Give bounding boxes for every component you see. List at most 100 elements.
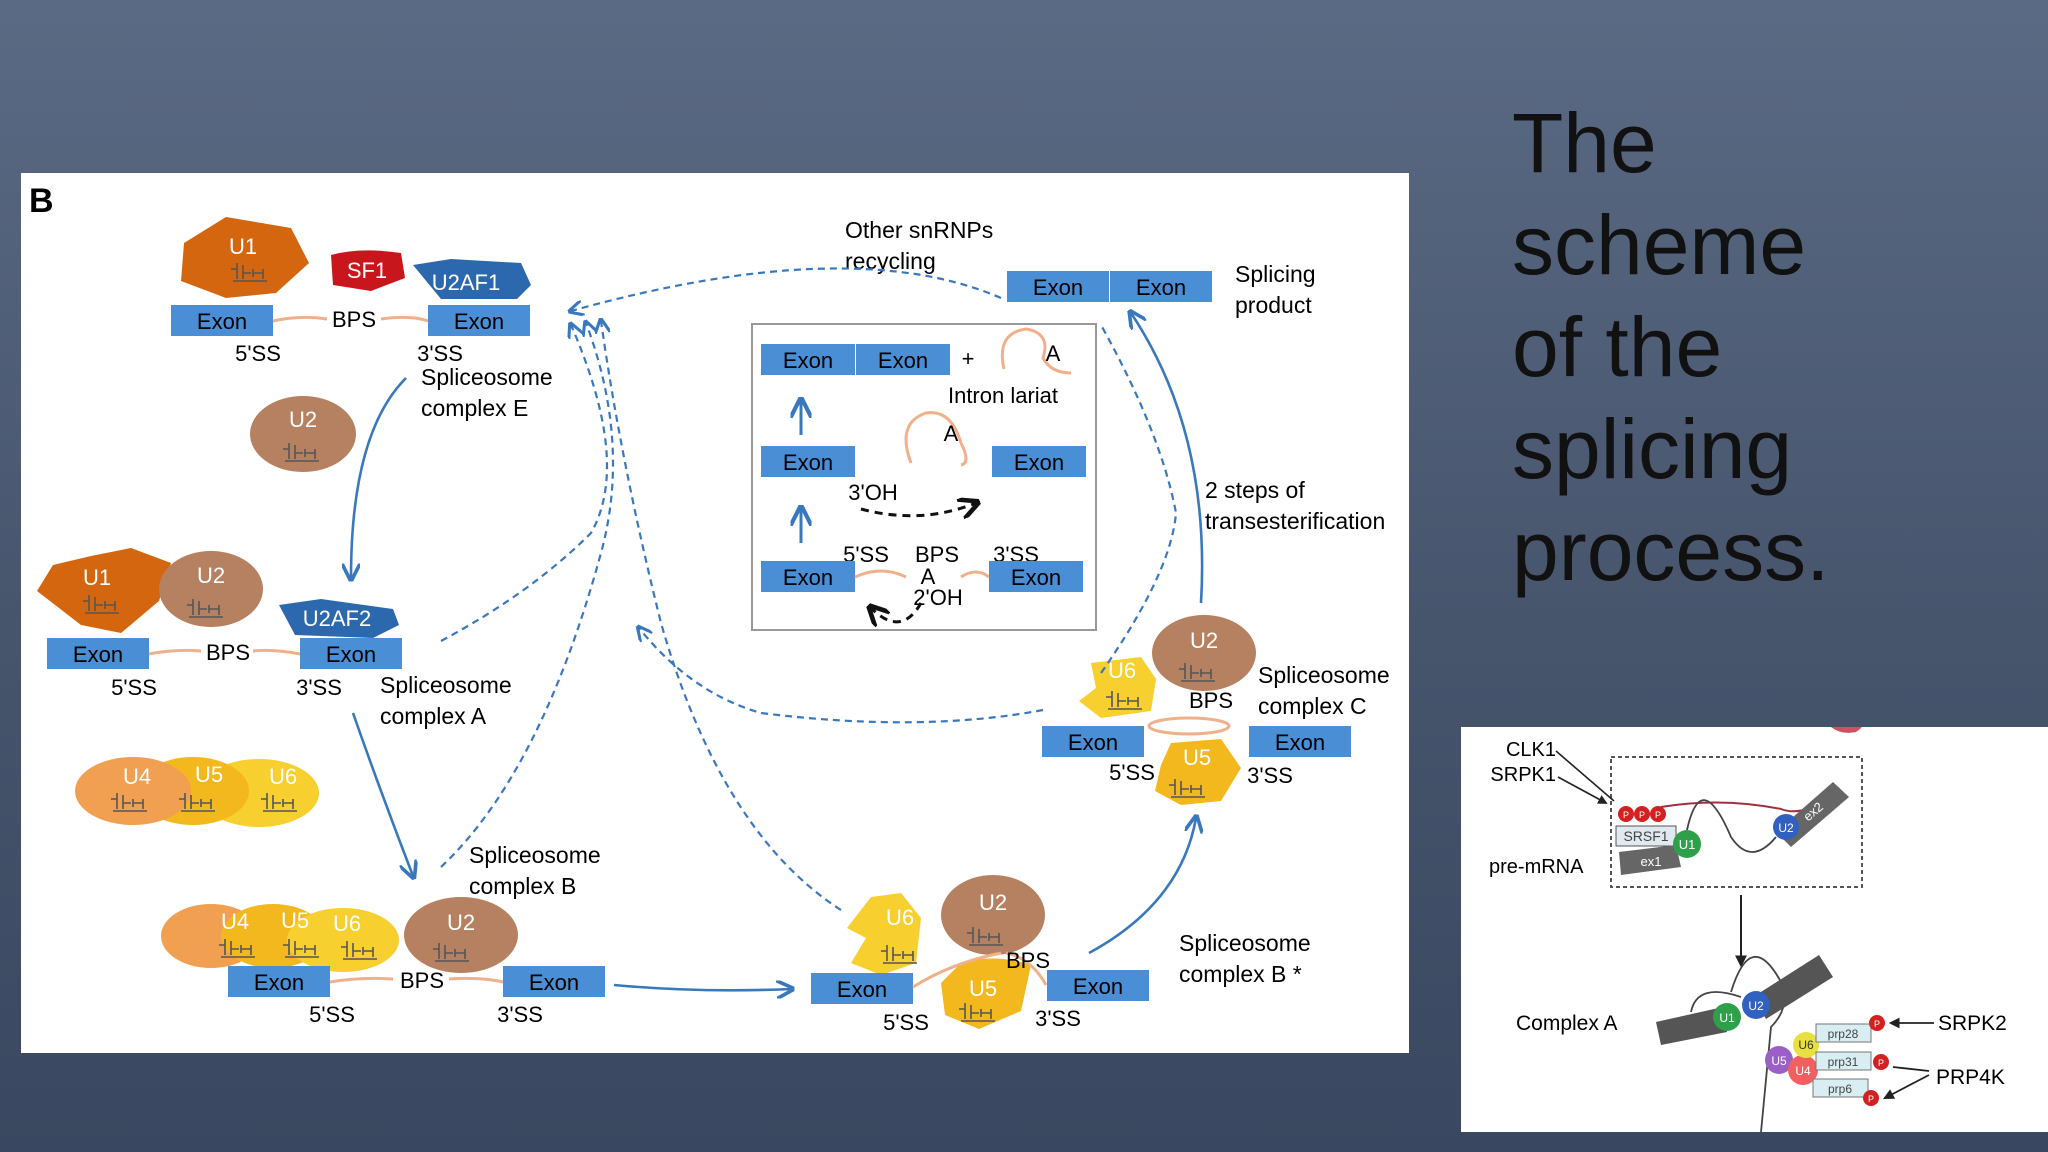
u6-label: U6 [1108,658,1136,683]
exon-box [503,966,605,997]
u4-snrnp [75,757,191,825]
complex-frame [1610,756,1863,888]
exon-box [171,305,273,336]
complex-e-line1: Spliceosome [421,364,553,390]
u5-label: U5 [969,976,997,1001]
exon-label: Exon [1014,450,1064,475]
complex-a-line1: Spliceosome [380,672,512,698]
u2-label: U2 [1778,821,1794,835]
u2af1-protein [413,259,531,299]
ss3-label: 3'SS [296,675,342,700]
panel-label: B [29,182,54,220]
complex-bstar-line1: Spliceosome [1179,930,1311,956]
u1-particle [1713,1003,1741,1031]
exon-box [228,966,330,997]
complex-c: U6 U2 BPS U5 Exon Exon 5'SS 3'SS Spliceo… [1042,615,1390,805]
intron-lariat-shape [1000,327,1072,375]
u2-label: U2 [1748,999,1764,1013]
ss5-label: 5'SS [883,1010,929,1035]
u5-snrnp [1155,739,1241,805]
phospho-label: P [1878,1058,1884,1068]
prp4k-label: PRP4K [1936,1066,2005,1089]
exon-label: Exon [326,642,376,667]
u1-label: U1 [1679,837,1696,852]
u2-snrnp [404,897,518,973]
u2-label: U2 [1190,628,1218,653]
u5-particle [1765,1046,1793,1074]
splicing-product-line1: Splicing [1235,261,1316,287]
oh2-label: 2'OH [913,585,962,610]
ex1-label: ex1 [1641,854,1662,869]
complex-b-line1: Spliceosome [469,842,601,868]
u4-label: U4 [221,909,249,934]
splicing-scheme-figure: B U1 SF1 U2AF1 Exon BPS Exon 5'SS 3'SS S… [21,173,1409,1053]
oh3-label: 3'OH [848,480,897,505]
exon-box [428,305,530,336]
exon-box [811,973,913,1004]
u2-label: U2 [447,910,475,935]
exon-label: Exon [783,565,833,590]
u2-particle [1742,991,1770,1019]
exon-box [1249,726,1351,757]
u6-label: U6 [886,905,914,930]
kinase-inset-svg: CLK1 SRPK1 pre-mRNA P P P SRSF1 ex1 U1 e… [1489,727,2007,1133]
exon-box [856,344,950,375]
bps-label: BPS [206,640,250,665]
u4-particle [1788,1055,1818,1085]
prp6-label: prp6 [1828,1082,1852,1096]
ex2-segment [1753,955,1833,1019]
u5-label: U5 [1183,745,1211,770]
intron-lariat-label: Intron lariat [948,383,1058,408]
exon-box [1047,970,1149,1001]
complex-e-line2: complex E [421,395,528,421]
exon-box [1110,271,1212,302]
ss3-label: 3'SS [497,1002,543,1027]
exon-box [761,344,855,375]
ss3-label: 3'SS [1035,1006,1081,1031]
complex-a-line2: complex A [380,703,487,729]
complex-bstar: U6 U2 U5 Exon BPS Exon 5'SS 3'SS Spliceo… [811,875,1311,1035]
u2af1-label: U2AF1 [432,270,500,295]
u1-label: U1 [229,234,257,259]
complex-e: U1 SF1 U2AF1 Exon BPS Exon 5'SS 3'SS Spl… [171,217,553,472]
u2-snrnp [250,396,356,472]
title-line: process. [1512,504,1830,598]
a-label: A [921,564,936,589]
u5-snrnp [941,958,1031,1029]
prp31-protein [1815,1051,1872,1071]
u5-label: U5 [1771,1054,1787,1068]
ex1-segment [1619,845,1681,875]
u2-label: U2 [289,407,317,432]
u2-label: U2 [979,890,1007,915]
phospho-label: P [1639,810,1645,820]
a-label: A [1046,341,1061,366]
a-label: A [944,421,959,446]
complex-a-label: Complex A [1516,1012,1618,1035]
exon-label: Exon [197,309,247,334]
u1-snrnp [181,217,309,298]
phospho-label: P [1868,1094,1874,1104]
exon-box [989,561,1083,592]
exon-label: Exon [73,642,123,667]
pre-mrna-label: pre-mRNA [1489,856,1584,878]
complex-c-line2: complex C [1258,693,1367,719]
title-line: splicing [1512,402,1793,496]
exon-label: Exon [837,977,887,1002]
kinase-inset-figure: CLK1 SRPK1 pre-mRNA P P P SRSF1 ex1 U1 e… [1461,727,2048,1133]
splicing-scheme-svg: B U1 SF1 U2AF1 Exon BPS Exon 5'SS 3'SS S… [29,182,1390,1035]
u2-label: U2 [197,563,225,588]
u2-particle [1773,814,1799,840]
u2af2-label: U2AF2 [303,606,371,631]
ss5-label: 5'SS [309,1002,355,1027]
exon-label: Exon [783,450,833,475]
exon-label: Exon [878,348,928,373]
title-line: scheme [1512,198,1807,292]
exon-label: Exon [1073,974,1123,999]
srpk1-label: SRPK1 [1490,764,1556,786]
exon-label: Exon [454,309,504,334]
phospho-label: P [1655,810,1661,820]
exon-label: Exon [1275,730,1325,755]
exon-label: Exon [254,970,304,995]
u2-snrnp [1152,615,1256,691]
u2-snrnp [159,551,263,627]
